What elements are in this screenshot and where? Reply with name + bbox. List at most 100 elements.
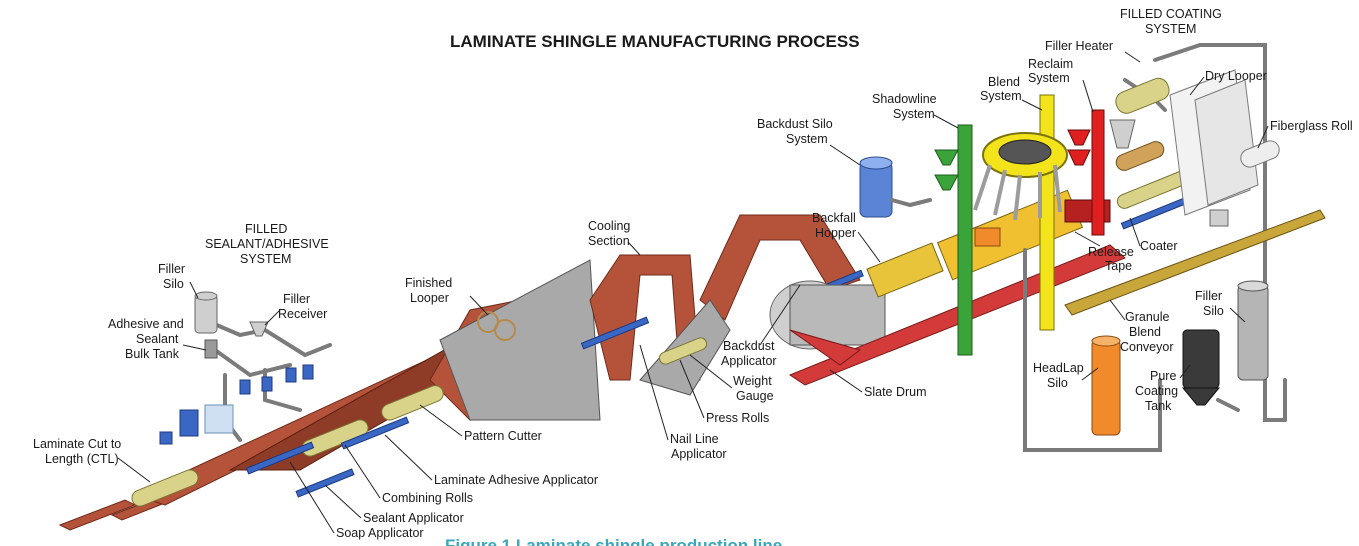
leader-finished-looper [469,295,489,316]
diagram-title: LAMINATE SHINGLE MANUFACTURING PROCESS [450,32,860,51]
label-shadowline-system: Shadowline System [872,92,940,121]
headlap-silo [1091,339,1121,436]
filler-receiver [249,321,269,337]
soap-applicator [245,441,315,475]
looper-fan [477,311,516,341]
silo-piping [1023,248,1287,452]
pattern-cutter-roll [381,385,444,421]
sealant-tank-a [239,379,251,395]
leader-bulk-tank [182,344,207,351]
coating-pipe-outer [1153,43,1287,422]
leader-cooling [627,241,641,256]
blend-drop-pipes [973,164,1062,221]
leader-filler-silo-left [189,281,199,299]
label-pattern-cutter: Pattern Cutter [464,429,542,443]
leader-press-rolls [679,359,705,419]
leader-soap-applicator [289,461,335,534]
label-sealant-applicator: Sealant Applicator [363,511,464,525]
label-backfall-hopper: Backfall Hopper [812,211,859,240]
pure-coating-tank-cone [1181,387,1221,406]
filler-silo-right [1237,284,1269,381]
label-adhesive-bulk-tank: Adhesive and Sealant Bulk Tank [108,317,187,361]
label-soap-applicator: Soap Applicator [336,526,424,540]
label-filler-heater: Filler Heater [1045,39,1113,53]
sealant-adhesive-system [159,291,332,445]
press-roll [658,337,708,365]
label-combining-rolls: Combining Rolls [382,491,473,505]
leader-ctl [117,457,151,483]
blend-carousel-center [998,139,1052,165]
looper-backing [439,259,601,421]
label-pure-coating-tank: Pure Coating Tank [1135,369,1182,413]
label-filled-sealant-system: FILLED SEALANT/ADHESIVE SYSTEM [205,222,332,266]
label-blend-system: Blend System [980,75,1023,103]
label-release-tape: Release Tape [1088,245,1137,273]
label-laminate-ctl: Laminate Cut to Length (CTL) [33,437,125,466]
coating-mixer [1115,141,1165,171]
label-slate-drum: Slate Drum [864,385,927,399]
shadowline-hopper [934,149,959,166]
filler-hopper [1109,119,1136,149]
leader-backfall [857,231,881,263]
backfall-hopper [866,242,944,298]
rollers [131,169,1194,507]
filler-silo-left-top [194,291,218,301]
leader-slate-drum [829,369,863,393]
sealant-tank-c [285,367,297,383]
tote-container [204,404,234,434]
sealant-tank-d [302,364,314,380]
backdust-silo [859,161,893,218]
reclaim-hopper-1 [1067,129,1091,146]
reclaim-hopper-2 [1067,149,1091,166]
leader-filler-receiver [264,309,281,326]
label-backdust-applicator: Backdust Applicator [721,339,778,368]
label-weight-gauge: Weight Gauge [733,374,775,403]
label-filler-silo-left: Filler Silo [158,262,189,291]
fan-icon [494,319,516,341]
label-backdust-silo-system: Backdust Silo System [757,117,836,146]
leader-backdust-applicator [759,284,801,346]
web-sheet [58,214,861,531]
label-fiberglass-roll: Fiberglass Roll [1270,119,1353,133]
sealant-applicator [295,468,355,498]
headlap-hopper [974,227,1001,247]
label-headlap-silo: HeadLap Silo [1033,361,1087,390]
leader-reclaim [1082,79,1094,113]
leader-weight-gauge [689,354,733,389]
backdust-silo-top [859,156,893,170]
leader-headlap-silo [1081,367,1099,381]
label-finished-looper: Finished Looper [405,276,456,305]
leader-blend [1021,99,1043,111]
cooling-section-sheets [589,254,701,381]
conveyor-belt [1064,209,1326,316]
leader-filler-silo-right [1229,307,1246,323]
leader-laminate-adhesive [384,434,433,481]
label-coater: Coater [1140,239,1178,253]
shadowline-column [957,124,973,356]
laminate-adhesive-applicator [340,416,410,450]
leader-pattern-cutter [419,404,463,437]
shadowline-system [934,124,973,356]
labels: FILLED COATING SYSTEM Filler Heater Recl… [33,7,1353,540]
label-filler-receiver: Filler Receiver [278,292,327,321]
coater-pan [1209,209,1229,227]
leader-coater [1129,217,1141,247]
leader-filler-heater [1124,51,1141,63]
dry-looper-inner [1194,79,1259,206]
backdust-silo-system [859,156,932,218]
sealant-tank-b [261,376,273,392]
pump-base [159,431,173,445]
label-reclaim-system: Reclaim System [1028,57,1077,85]
ctl-roller [131,469,199,507]
backdust-pipe [890,198,932,208]
adhesive-bulk-tank [204,339,218,359]
headlap-silo-top [1091,335,1121,347]
leader-granule-conveyor [1109,299,1126,321]
leader-shadowline [933,114,959,129]
filler-silo-left [194,294,218,334]
label-filler-silo-right: Filler Silo [1195,289,1226,318]
leader-release-tape [1074,231,1101,247]
filler-heater [1115,77,1170,114]
